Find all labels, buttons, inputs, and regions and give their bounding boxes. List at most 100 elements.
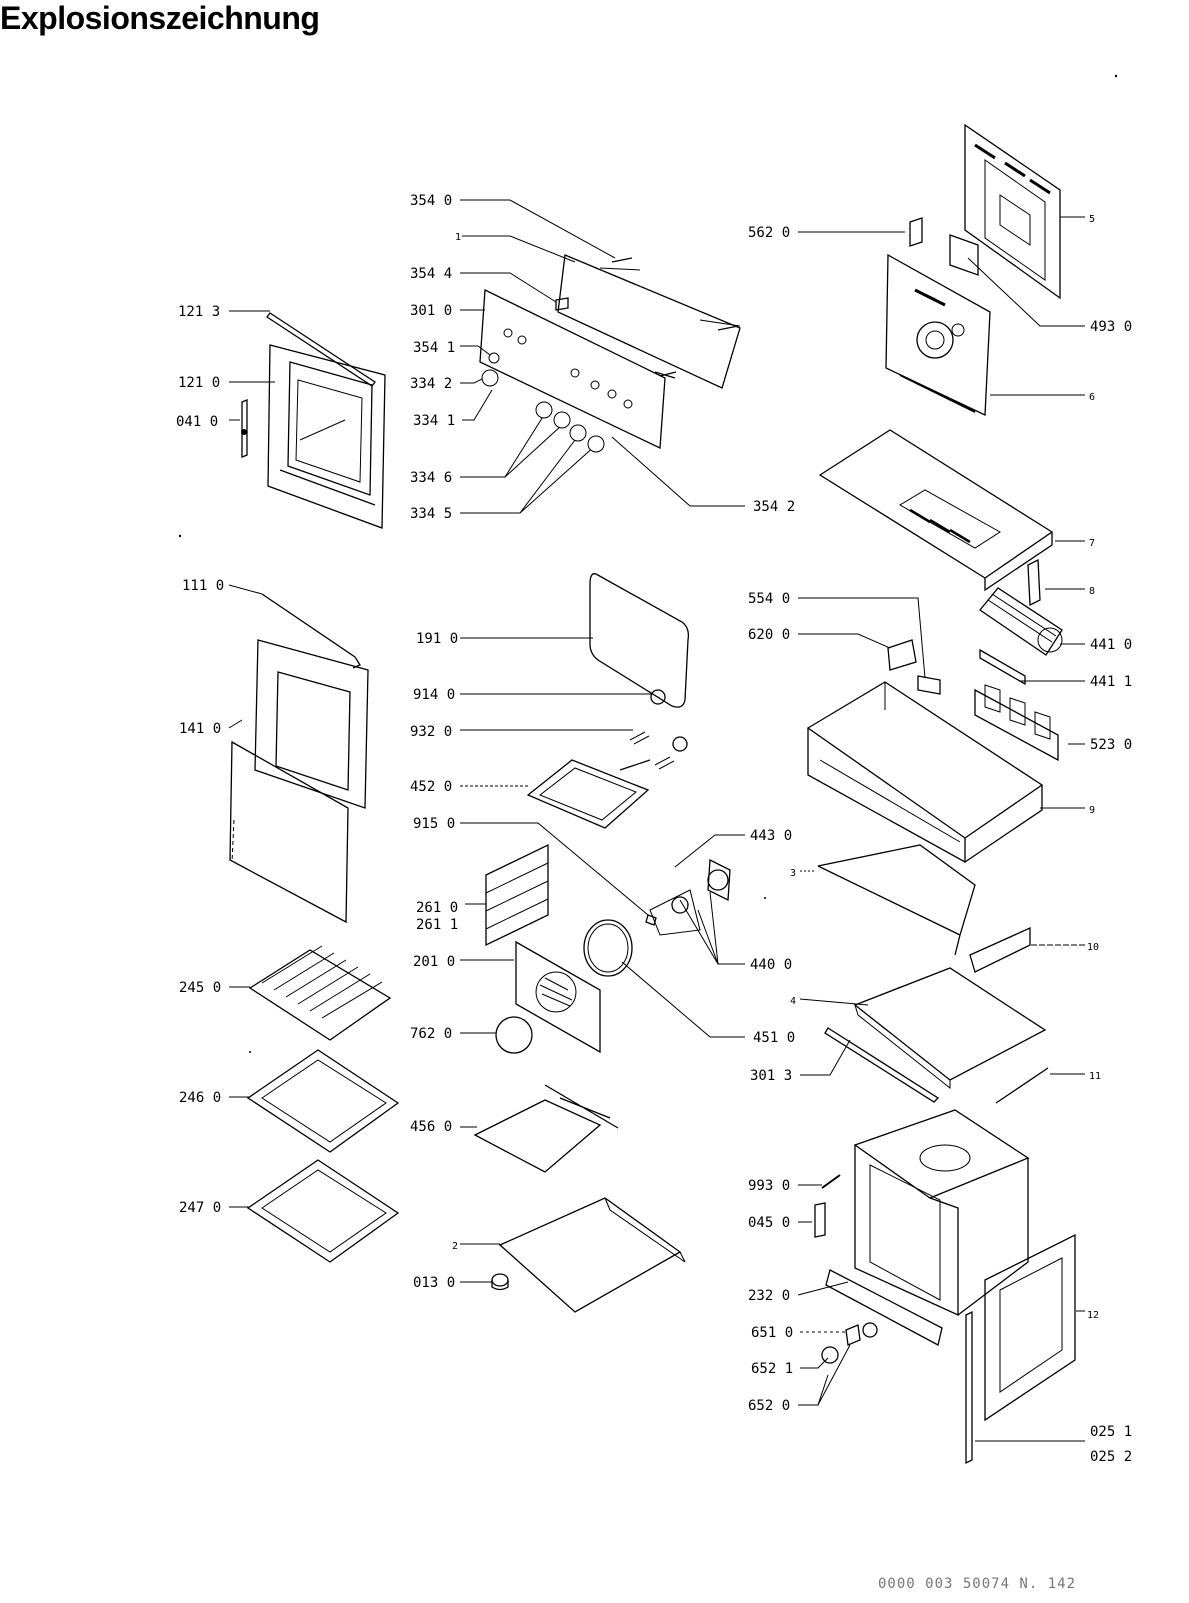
part-rail-121-3	[266, 312, 376, 387]
part-strip-025	[965, 1310, 973, 1465]
part-rod-11	[995, 1067, 1049, 1104]
part-connector-620-0	[887, 639, 917, 671]
label-456-0: 456 0	[410, 1119, 452, 1135]
part-rear-cover-5	[964, 123, 1061, 300]
label-993-0: 993 0	[748, 1178, 790, 1194]
label-121-3: 121 3	[178, 304, 220, 320]
part-rack-261	[485, 843, 549, 947]
label-441-1: 441 1	[1090, 674, 1132, 690]
label-5: 5	[1089, 214, 1095, 225]
part-screw-993-0	[821, 1174, 841, 1189]
part-tray-247-0	[246, 1159, 400, 1263]
part-element-456-0	[473, 1084, 619, 1173]
part-guide-3	[817, 844, 976, 956]
part-motor-441-0	[979, 587, 1063, 656]
label-9: 9	[1089, 805, 1095, 816]
label-246-0: 246 0	[179, 1090, 221, 1106]
part-rear-wall-6	[885, 253, 991, 417]
part-handle-041-0	[241, 399, 248, 458]
part-rail-232-0	[825, 1269, 943, 1346]
label-354-0: 354 0	[410, 193, 452, 209]
part-tray-246-0	[246, 1049, 400, 1153]
label-191-0: 191 0	[416, 631, 458, 647]
part-strip-441-1	[979, 648, 1026, 686]
part-foot-013-0	[491, 1273, 509, 1291]
part-screws-354	[555, 257, 739, 377]
label-554-0: 554 0	[748, 591, 790, 607]
label-440-0: 440 0	[750, 957, 792, 973]
label-620-0: 620 0	[748, 627, 790, 643]
label-4: 4	[790, 996, 796, 1007]
label-652-0: 652 0	[748, 1398, 790, 1414]
label-11: 11	[1089, 1071, 1101, 1082]
part-top-cover-7	[818, 429, 1054, 592]
leader-lines	[228, 199, 1085, 1442]
part-heater-452-0	[526, 759, 651, 829]
label-562-0: 562 0	[748, 225, 790, 241]
label-451-0: 451 0	[753, 1030, 795, 1046]
part-labels: 354 0 1 354 4 301 0 354 1 334 2 334 1 33…	[176, 193, 1132, 1465]
label-121-0: 121 0	[178, 375, 220, 391]
label-025-1: 025 1	[1090, 1424, 1132, 1440]
part-bracket-10	[969, 926, 1031, 973]
label-025-2: 025 2	[1090, 1449, 1132, 1465]
label-493-0: 493 0	[1090, 319, 1132, 335]
label-334-2: 334 2	[410, 376, 452, 392]
label-334-5: 334 5	[410, 506, 452, 522]
part-glass-141-0	[229, 639, 369, 924]
label-762-0: 762 0	[410, 1026, 452, 1042]
label-334-1: 334 1	[413, 413, 455, 429]
label-201-0: 201 0	[413, 954, 455, 970]
part-switch-562-0	[909, 217, 923, 247]
part-grid-245-0	[248, 945, 392, 1041]
part-side-panel-12	[984, 1233, 1076, 1422]
label-3: 3	[790, 868, 796, 879]
part-floor-plate-2	[498, 1197, 686, 1313]
label-915-0: 915 0	[413, 816, 455, 832]
part-bracket-8	[1027, 558, 1041, 607]
part-thermostat-493-0	[949, 234, 979, 276]
label-261-0: 261 0	[416, 900, 458, 916]
part-seal-191-0	[589, 573, 690, 708]
part-switch-554-0	[917, 675, 941, 695]
part-relays-523-0	[974, 684, 1059, 762]
part-oven-cavity	[853, 1109, 1030, 1317]
label-141-0: 141 0	[179, 721, 221, 737]
label-245-0: 245 0	[179, 980, 221, 996]
label-452-0: 452 0	[410, 779, 452, 795]
label-354-2: 354 2	[753, 499, 795, 515]
part-frame-9	[806, 681, 1044, 864]
part-rod-111-0	[261, 593, 361, 669]
label-10: 10	[1087, 942, 1099, 953]
label-12: 12	[1087, 1310, 1099, 1321]
label-8: 8	[1089, 586, 1095, 597]
part-knobs-334	[481, 352, 605, 453]
part-plate-4	[853, 967, 1047, 1090]
label-443-0: 443 0	[750, 828, 792, 844]
label-651-0: 651 0	[751, 1325, 793, 1341]
part-strip-301-3	[824, 1027, 940, 1103]
label-334-6: 334 6	[410, 470, 452, 486]
part-panel-301-0	[479, 288, 666, 449]
label-523-0: 523 0	[1090, 737, 1132, 753]
part-fan-440-443	[645, 858, 731, 936]
part-feet-651-652	[821, 1322, 878, 1364]
part-ring-451-0	[583, 919, 633, 977]
label-7: 7	[1089, 538, 1095, 549]
part-door-frame-121-0	[267, 344, 386, 529]
label-652-1: 652 1	[751, 1361, 793, 1377]
part-clip-045-0	[814, 1202, 826, 1238]
label-111-0: 111 0	[182, 578, 224, 594]
label-1: 1	[455, 232, 461, 243]
page-title: Explosionszeichnung	[0, 0, 320, 36]
label-301-0: 301 0	[410, 303, 452, 319]
label-301-3: 301 3	[750, 1068, 792, 1084]
part-control-panel-1	[557, 254, 741, 389]
label-013-0: 013 0	[413, 1275, 455, 1291]
label-354-4: 354 4	[410, 266, 452, 282]
label-2: 2	[452, 1241, 458, 1252]
label-041-0: 041 0	[176, 414, 218, 430]
label-932-0: 932 0	[410, 724, 452, 740]
footer-code: 0000 003 50074 N. 142	[878, 1576, 1077, 1592]
